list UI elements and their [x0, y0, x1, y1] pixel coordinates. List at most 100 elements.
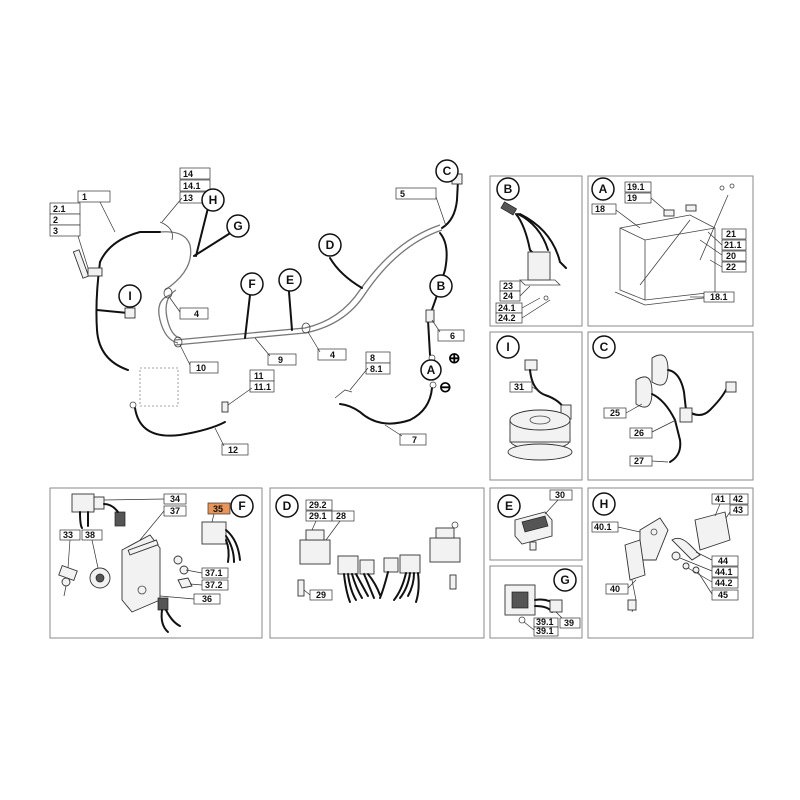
callout-21-text: 21 [726, 229, 736, 239]
panel-C-conn2 [725, 381, 737, 393]
terminal-12 [129, 401, 137, 409]
callout-2-1-text: 2.1 [53, 204, 66, 214]
callout-9-text: 9 [278, 355, 283, 365]
callout-24-2-text: 24.2 [498, 313, 516, 323]
callout-19: 19 [624, 192, 666, 211]
panel-B-title: B [504, 182, 513, 196]
callout-7-text: 7 [412, 435, 417, 445]
callout-20: 20 [699, 239, 747, 262]
part-33-stem [63, 585, 67, 597]
callout-23-text: 23 [503, 281, 513, 291]
wire-7 [339, 387, 433, 425]
main-harness [72, 173, 463, 437]
conn-G-circle [226, 214, 250, 238]
wire-to-C [441, 179, 459, 229]
callout-30: 30 [544, 489, 573, 515]
callout-37-1: 37.1 [185, 567, 229, 579]
plug-right-wires [393, 572, 420, 603]
harness-tube-10b [165, 289, 181, 339]
conn-F-circle [240, 272, 264, 296]
part-36-conn [157, 597, 169, 611]
callout-5: 5 [395, 187, 447, 227]
conn-C-label: C [443, 164, 452, 178]
conn-E-label: E [286, 273, 294, 287]
headlight-1 [651, 354, 669, 386]
panel-C-circle [592, 335, 616, 359]
callout-43: 43 [725, 504, 749, 519]
callout-37: 37 [139, 505, 187, 541]
callout-27: 27 [629, 455, 669, 467]
conn-E-circle [278, 268, 302, 292]
wire-12 [134, 407, 226, 437]
callout-36: 36 [159, 593, 221, 605]
callout-29: 29 [303, 589, 333, 601]
panel-I-circle [496, 335, 520, 359]
panel-A: A 19.1 19 18 21 21.1 20 22 18.1 [587, 175, 754, 327]
callout-24-1-text: 24.1 [498, 303, 516, 313]
callout-14: 14 [179, 167, 211, 180]
battery-tray [614, 291, 721, 306]
callout-39-1b-text: 39.1 [536, 626, 554, 636]
dotted-box [139, 367, 179, 407]
clip-4b [301, 322, 311, 334]
part-38-core [95, 573, 105, 583]
panel-E: E 30 [489, 487, 583, 561]
callout-29-2: 29.2 [305, 499, 333, 511]
part-36-hole [137, 585, 147, 595]
part-2 [72, 249, 90, 279]
callout-23: 23 [499, 280, 521, 292]
panel-E-circle [497, 494, 521, 518]
callout-44-1-text: 44.1 [715, 567, 733, 577]
callout-2-text: 2 [53, 215, 58, 225]
wire-F [244, 294, 251, 339]
callout-39-text: 39 [564, 618, 574, 628]
part-35-relay [201, 521, 227, 545]
callout-4a: 4 [169, 297, 209, 320]
callout-11: 11 [249, 369, 275, 382]
callout-8-1: 8.1 [349, 362, 391, 391]
callout-21: 21 [721, 228, 747, 240]
panel-B-switch [527, 251, 551, 281]
callout-2: 2 [49, 213, 81, 226]
callout-14-1: 14.1 [179, 179, 211, 192]
part-13 [159, 221, 173, 241]
part-34-wire2 [103, 503, 119, 513]
callout-21-1: 21.1 [707, 231, 747, 251]
plug-right [399, 554, 421, 574]
minus-symbol: ⊖ [439, 379, 452, 396]
panel-D-title: D [283, 499, 292, 513]
part-37-2 [177, 577, 193, 589]
callout-44-text: 44 [718, 556, 728, 566]
plug-left-wires [343, 573, 369, 603]
callout-18-text: 18 [595, 204, 605, 214]
wire-2 [95, 261, 129, 371]
panel-D-circle [275, 494, 299, 518]
callout-37-2-text: 37.2 [205, 580, 223, 590]
callout-11-1: 11.1 [227, 380, 275, 406]
part-34-wire [79, 511, 89, 529]
connector-I-plug [124, 307, 136, 319]
panel-G-title: G [560, 573, 569, 587]
bolt-top2 [729, 183, 735, 189]
wire-I [96, 309, 129, 314]
callout-6-text: 6 [450, 331, 455, 341]
callout-39-1b: 39.1 [523, 621, 559, 637]
relay-G-face [511, 591, 529, 609]
callout-24-2: 24.2 [495, 299, 551, 324]
washer-right [451, 521, 459, 529]
panel-C-conn [679, 407, 693, 423]
panel-C-wire [651, 369, 729, 463]
callout-43-text: 43 [733, 505, 743, 515]
callout-28-text: 28 [336, 511, 346, 521]
wire-G [193, 231, 233, 257]
panel-A-title: A [599, 182, 608, 196]
panel-F-circle [230, 494, 254, 518]
panel-I-plug [524, 359, 538, 371]
callout-38-text: 38 [85, 530, 95, 540]
callout-37-text: 37 [170, 506, 180, 516]
part-2-1 [87, 267, 103, 277]
relay-G-plug [549, 599, 563, 613]
callout-40-text: 40 [610, 584, 620, 594]
conn-I-label: I [128, 289, 131, 303]
main-callouts: 1 2.1 2 3 14 14.1 13 4 10 9 4 5 6 8 8.1 … [49, 167, 465, 456]
